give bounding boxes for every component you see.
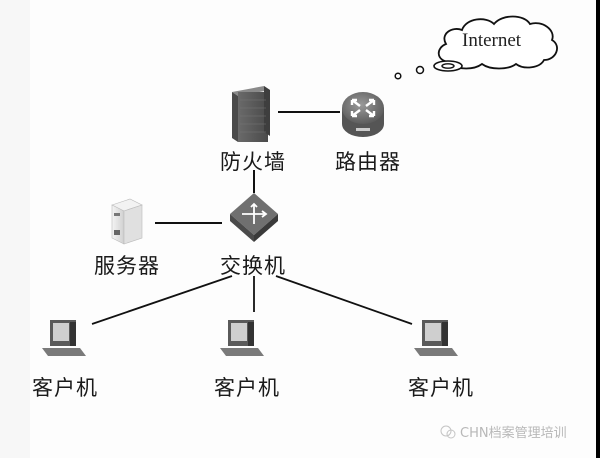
computer-icon: [414, 320, 458, 356]
edge-switch-client-3: [275, 275, 413, 325]
internet-cloud: [433, 15, 558, 72]
router-icon: [342, 92, 384, 137]
right-border: [596, 0, 600, 458]
client-label-1: 客户机: [32, 376, 98, 400]
internet-label: Internet: [462, 30, 522, 51]
server-icon: [111, 198, 143, 245]
router-label: 路由器: [335, 150, 401, 174]
client-label-2: 客户机: [214, 376, 280, 400]
computer-icon: [42, 320, 86, 356]
thought-bubble-large: [415, 65, 425, 75]
firewall-icon: [232, 86, 270, 142]
wechat-icon: [440, 425, 456, 439]
client-label-3: 客户机: [408, 376, 474, 400]
watermark-text: CHN档案管理培训: [460, 426, 567, 441]
switch-icon: [230, 193, 278, 242]
switch-label: 交换机: [220, 254, 286, 278]
server-label: 服务器: [94, 254, 160, 278]
firewall-label: 防火墙: [220, 150, 286, 174]
thought-bubble-small: [394, 72, 402, 80]
left-margin: [0, 0, 30, 458]
edge-switch-client-1: [91, 275, 233, 325]
watermark: CHN档案管理培训: [440, 422, 567, 441]
computer-icon: [220, 320, 264, 356]
